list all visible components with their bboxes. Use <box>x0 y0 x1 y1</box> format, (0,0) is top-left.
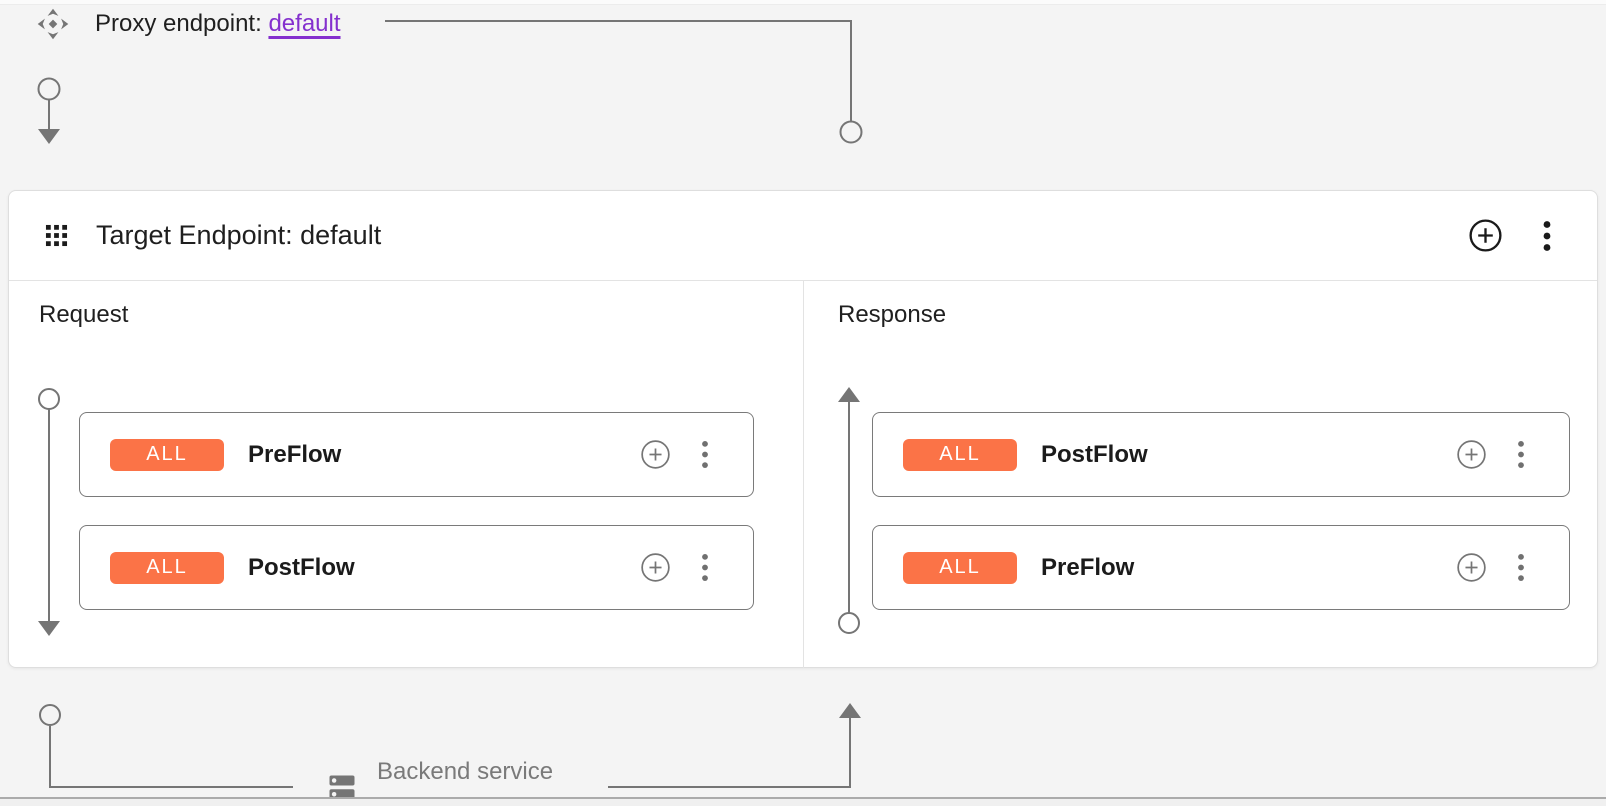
add-policy-button[interactable] <box>1456 552 1487 583</box>
bottom-edge-divider <box>0 797 1606 806</box>
request-label: Request <box>39 301 129 328</box>
vertical-dots-menu-icon <box>702 553 708 582</box>
response-column: Response ALL PostFlow <box>804 281 1597 668</box>
proxy-endpoint-row: Proxy endpoint: default <box>35 2 341 46</box>
vertical-dots-menu-icon <box>702 440 708 469</box>
vertical-dots-menu-icon <box>1518 553 1524 582</box>
server-dns-icon <box>329 775 355 800</box>
add-policy-button[interactable] <box>640 552 671 583</box>
flow-menu-button[interactable] <box>1487 553 1525 582</box>
add-circle-icon <box>641 553 670 582</box>
top-edge-divider <box>0 0 1606 5</box>
target-endpoint-header: Target Endpoint: default <box>9 191 1597 281</box>
target-endpoint-title: Target Endpoint: default <box>96 220 382 250</box>
flow-menu-button[interactable] <box>671 553 709 582</box>
connector-incoming-request <box>37 77 61 144</box>
flow-menu-button[interactable] <box>1487 440 1525 469</box>
add-policy-button[interactable] <box>640 439 671 470</box>
add-circle-icon <box>1469 219 1502 252</box>
response-preflow-box[interactable]: ALL PreFlow <box>872 525 1570 610</box>
flow-name: PostFlow <box>248 553 355 581</box>
response-postflow-box[interactable]: ALL PostFlow <box>872 412 1570 497</box>
endpoint-menu-button[interactable] <box>1503 220 1551 252</box>
add-policy-button[interactable] <box>1456 439 1487 470</box>
grid-apps-icon <box>45 224 68 247</box>
add-circle-icon <box>641 440 670 469</box>
proxy-endpoint-icon <box>37 8 69 40</box>
connector-request-to-backend <box>39 704 293 788</box>
response-label: Response <box>838 301 947 328</box>
vertical-dots-menu-icon <box>1543 220 1551 251</box>
condition-badge: ALL <box>903 551 1017 584</box>
condition-badge: ALL <box>903 438 1017 471</box>
endpoint-columns: Request ALL PreFlow <box>9 281 1597 668</box>
condition-badge: ALL <box>110 438 224 471</box>
target-endpoint-card: Target Endpoint: default Request <box>8 190 1598 668</box>
add-circle-icon <box>1457 440 1486 469</box>
connector-backend-to-response <box>608 703 861 788</box>
request-preflow-box[interactable]: ALL PreFlow <box>79 412 754 497</box>
flow-name: PreFlow <box>1041 553 1135 581</box>
vertical-dots-menu-icon <box>1518 440 1524 469</box>
flow-name: PostFlow <box>1041 440 1148 468</box>
condition-badge: ALL <box>110 551 224 584</box>
request-postflow-box[interactable]: ALL PostFlow <box>79 525 754 610</box>
add-flow-button[interactable] <box>1468 218 1503 253</box>
flow-menu-button[interactable] <box>671 440 709 469</box>
proxy-endpoint-link[interactable]: default <box>268 10 341 37</box>
proxy-endpoint-label: Proxy endpoint: default <box>95 10 341 38</box>
request-column: Request ALL PreFlow <box>9 281 804 668</box>
add-circle-icon <box>1457 553 1486 582</box>
backend-service-row: Backend service <box>327 757 553 803</box>
connector-proxy-to-target <box>385 20 863 144</box>
flow-name: PreFlow <box>248 440 342 468</box>
proxy-endpoint-label-text: Proxy endpoint: <box>95 10 262 37</box>
backend-service-label: Backend service <box>377 758 554 785</box>
